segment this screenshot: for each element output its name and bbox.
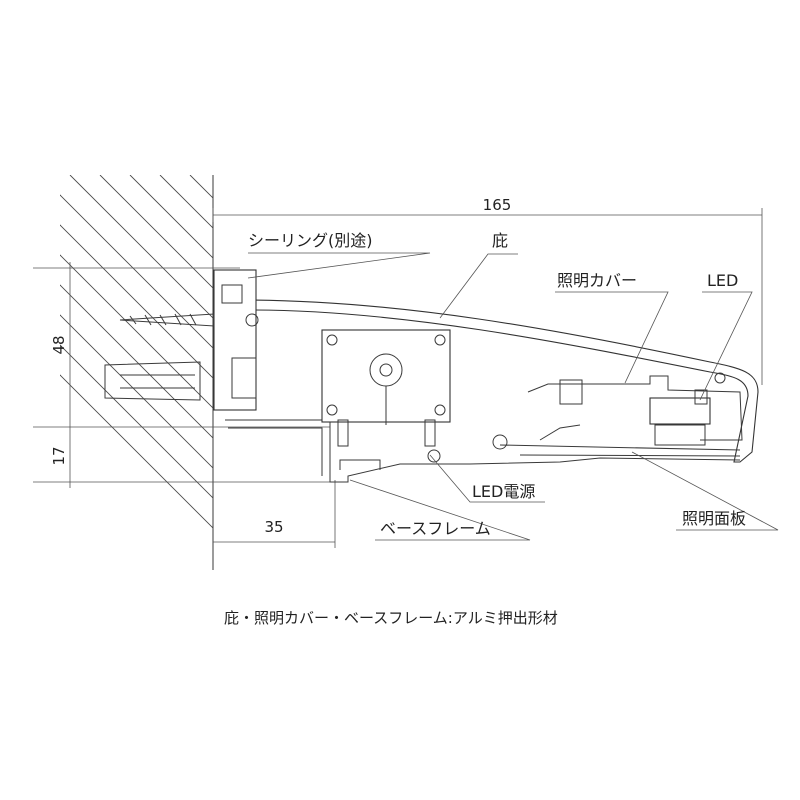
light-panel-label: 照明面板 [682, 509, 746, 528]
led-power-label: LED電源 [472, 482, 535, 501]
led-label: LED [707, 271, 738, 290]
base-frame-label: ベースフレーム [380, 519, 491, 538]
canopy-label: 庇 [492, 231, 508, 250]
dimension-165: 165 [212, 196, 763, 385]
sealing-label: シーリング(別途) [248, 231, 373, 250]
canopy-body [104, 269, 759, 483]
leader-lines [247, 252, 779, 541]
dimension-165-label: 165 [483, 196, 512, 214]
dimension-48-label: 48 [50, 335, 68, 354]
dimension-35-label: 35 [264, 518, 283, 536]
dimension-17-label: 17 [50, 446, 68, 465]
light-cover-label: 照明カバー [557, 271, 637, 290]
dimension-vertical: 48 17 [33, 262, 335, 488]
dimension-35: 35 [213, 480, 336, 548]
material-note: 庇・照明カバー・ベースフレーム:アルミ押出形材 [224, 609, 558, 627]
